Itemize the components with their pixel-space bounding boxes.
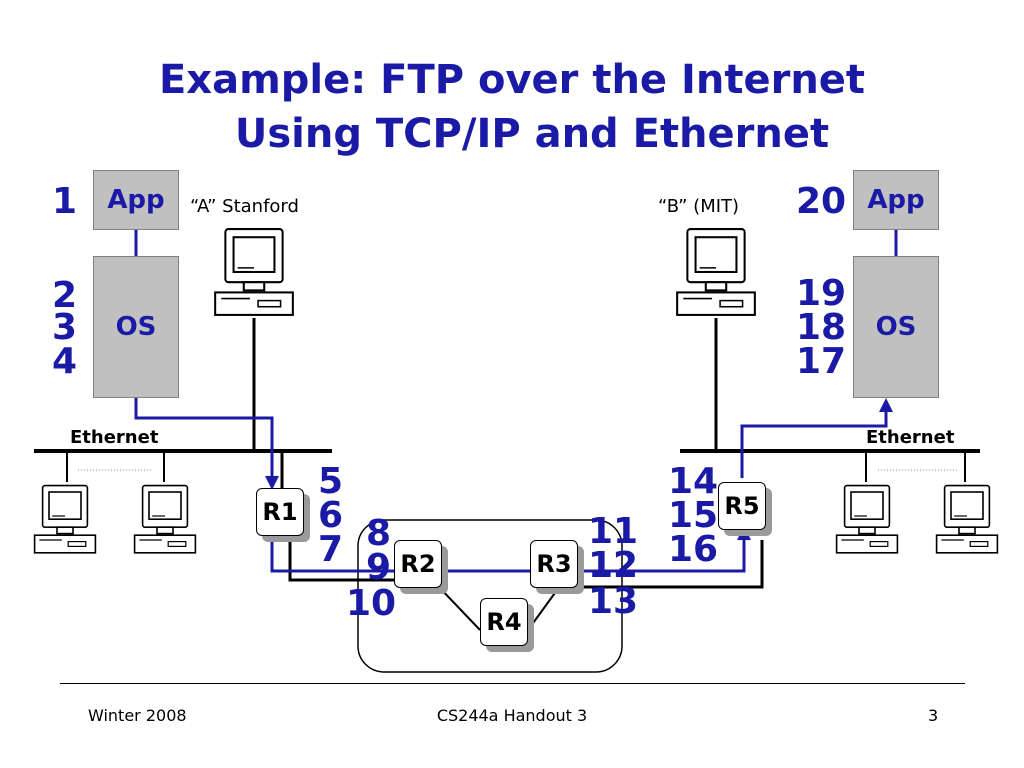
step-r1-3: 7 (318, 529, 344, 570)
router-r5-label: R5 (724, 492, 760, 520)
router-r3-label: R3 (536, 550, 572, 578)
ethernet-label-left: Ethernet (70, 427, 159, 448)
host-b-computer-icon (676, 227, 756, 316)
right-computer-icon-2 (935, 484, 999, 554)
step-r3-3: 13 (588, 581, 639, 622)
slide-title-line-2: Using TCP/IP and Ethernet (234, 111, 830, 157)
router-r5: R5 (718, 482, 766, 530)
step-app-a: 1 (52, 181, 78, 222)
step-os-b-2: 18 (796, 307, 847, 348)
router-r4-label: R4 (486, 608, 522, 636)
left-computer-icon-1 (33, 484, 97, 554)
step-app-b: 20 (796, 181, 847, 222)
host-a-name: “A” Stanford (190, 196, 299, 217)
host-b-os-box: OS (853, 256, 939, 398)
slide-title-line-1: Example: FTP over the Internet (158, 57, 866, 103)
host-a-computer-icon (214, 227, 294, 316)
host-a-os-box: OS (93, 256, 179, 398)
footer-left: Winter 2008 (88, 706, 187, 725)
internet-region (357, 519, 623, 673)
step-r5-3: 16 (668, 529, 719, 570)
router-r1-label: R1 (262, 498, 298, 526)
step-r5-1: 14 (668, 461, 719, 502)
host-a-app-box: App (93, 170, 179, 230)
step-r3-2: 12 (588, 545, 639, 586)
step-os-b-1: 19 (796, 273, 847, 314)
step-r1-1: 5 (318, 461, 344, 502)
router-r2: R2 (394, 540, 442, 588)
step-os-b-3: 17 (796, 341, 847, 382)
footer-divider (60, 683, 965, 684)
step-r3-1: 11 (588, 511, 639, 552)
step-r2-3: 10 (346, 583, 397, 624)
step-r1-2: 6 (318, 495, 344, 536)
host-b-app-label: App (867, 185, 925, 215)
host-b-name: “B” (MIT) (658, 196, 740, 217)
router-r4: R4 (480, 598, 528, 646)
router-r2-label: R2 (400, 550, 436, 578)
footer-center: CS244a Handout 3 (436, 706, 588, 725)
router-r1: R1 (256, 488, 304, 536)
step-r2-2: 9 (366, 547, 392, 588)
router-r3: R3 (530, 540, 578, 588)
host-b-os-label: OS (875, 312, 917, 342)
host-a-app-label: App (107, 185, 165, 215)
step-r5-2: 15 (668, 495, 719, 536)
host-b-app-box: App (853, 170, 939, 230)
step-os-a-1: 2 (52, 275, 78, 316)
left-computer-icon-2 (133, 484, 197, 554)
host-a-os-label: OS (115, 312, 157, 342)
footer-page-number: 3 (928, 706, 939, 725)
step-os-a-3: 4 (52, 341, 78, 382)
step-os-a-2: 3 (52, 307, 78, 348)
right-computer-icon-1 (835, 484, 899, 554)
step-r2-1: 8 (366, 513, 392, 554)
ethernet-label-right: Ethernet (866, 427, 955, 448)
